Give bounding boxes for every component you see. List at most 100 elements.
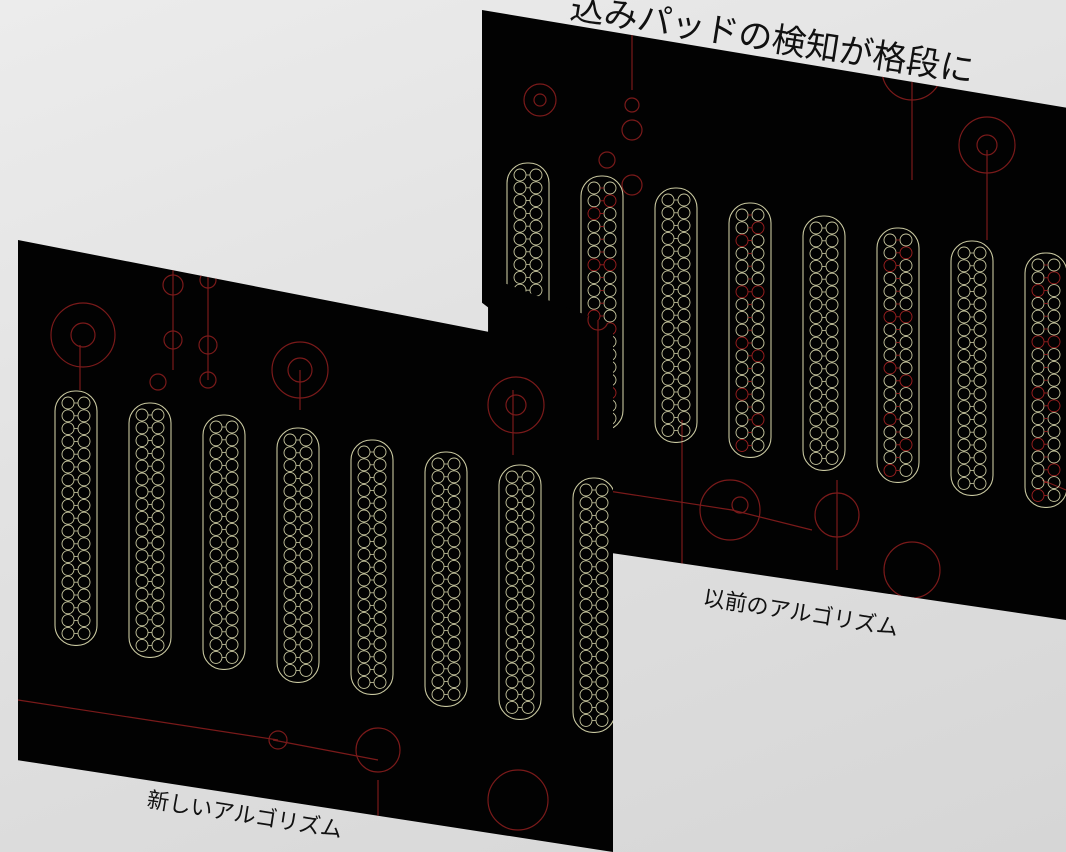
pad [283,574,297,588]
pad [151,523,165,537]
pad [61,498,75,512]
pad [209,599,223,613]
pad [883,323,897,337]
pad [973,438,987,452]
pad [1047,309,1061,323]
pad [135,408,149,422]
via-ring [487,769,549,831]
pad [1047,463,1061,477]
pad [603,232,617,246]
pad [677,385,691,399]
pad [135,549,149,563]
pad [77,588,91,602]
pad [973,464,987,478]
pad [61,588,75,602]
pad [825,426,839,440]
pad [299,663,313,677]
pad [225,625,239,639]
pad [973,336,987,350]
pad [579,483,593,497]
pad [357,624,371,638]
pad [521,508,535,522]
pad [135,574,149,588]
pad [661,359,675,373]
pad [579,624,593,638]
pad [431,457,445,471]
pad [225,561,239,575]
pad [225,484,239,498]
pad [135,459,149,473]
pad [957,425,971,439]
via-ring [149,373,167,391]
pad [225,446,239,460]
pad [677,411,691,425]
pad [521,496,535,510]
pad [283,638,297,652]
pad [209,561,223,575]
pad [299,638,313,652]
pad [513,206,527,220]
pad [357,535,371,549]
pad [209,471,223,485]
pad [225,612,239,626]
pad [513,219,527,233]
pad [373,637,387,651]
pad [61,562,75,576]
pad [809,311,823,325]
pad [825,234,839,248]
pad [77,409,91,423]
pad [1047,258,1061,272]
pad [209,510,223,524]
pad [209,638,223,652]
pad [899,387,913,401]
pad [357,663,371,677]
pad [135,626,149,640]
pad [661,244,675,258]
pad [77,447,91,461]
old-algorithm-board [482,10,1066,610]
pad [505,649,519,663]
pad [735,438,749,452]
pad [447,470,461,484]
pad [899,412,913,426]
pad [209,458,223,472]
pad [1047,399,1061,413]
pad [825,323,839,337]
pad [579,637,593,651]
pad [521,675,535,689]
pad [809,439,823,453]
pad [751,323,765,337]
pad [373,675,387,689]
pad [735,221,749,235]
pad [513,181,527,195]
pad [751,259,765,273]
pad [579,598,593,612]
pad [431,675,445,689]
via-ring [523,83,557,117]
pad [899,284,913,298]
pad [595,521,609,535]
pad [595,547,609,561]
pad [899,271,913,285]
pad [1031,348,1045,362]
via-ring [621,119,643,141]
pad [595,675,609,689]
pad [505,560,519,574]
pad [579,521,593,535]
pad [973,348,987,362]
pad [283,433,297,447]
pad [735,387,749,401]
pad [357,573,371,587]
pad [283,471,297,485]
pad [283,523,297,537]
pad [521,636,535,650]
pad-column-outline [950,240,994,496]
pad [735,374,749,388]
pad [357,509,371,523]
pad [579,496,593,510]
pad [431,585,445,599]
pad [883,399,897,413]
pad [1047,284,1061,298]
pad [735,246,749,260]
pad [595,585,609,599]
